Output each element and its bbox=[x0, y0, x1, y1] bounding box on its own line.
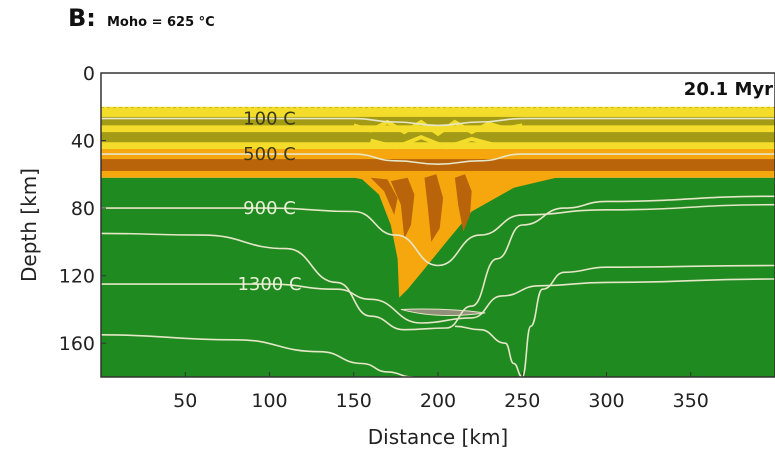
drip-finger bbox=[424, 174, 444, 242]
y-tick-label: 160 bbox=[59, 333, 95, 355]
isotherm-label: 900 C bbox=[243, 198, 296, 219]
x-tick-label: 250 bbox=[504, 390, 540, 412]
upper-crust-dark-band bbox=[101, 132, 775, 143]
upper-crust-bands bbox=[101, 107, 775, 150]
y-tick-label: 80 bbox=[71, 198, 95, 220]
isotherm-labels: 100 C 500 C 900 C 1300 C bbox=[237, 109, 301, 296]
lower-crust-dark-band bbox=[101, 159, 775, 171]
x-tick-label: 50 bbox=[173, 390, 197, 412]
x-tick-label: 350 bbox=[673, 390, 709, 412]
y-axis-title: Depth [km] bbox=[17, 168, 41, 282]
isotherm-line bbox=[101, 153, 775, 166]
y-tick-label: 0 bbox=[83, 63, 95, 85]
isotherm-label: 100 C bbox=[243, 109, 296, 130]
isotherm-line bbox=[454, 325, 523, 377]
isotherm-line bbox=[521, 264, 775, 377]
x-tick-label: 100 bbox=[251, 390, 287, 412]
y-axis-ticks: 0 40 80 120 160 bbox=[59, 63, 106, 355]
x-tick-label: 300 bbox=[588, 390, 624, 412]
isotherm-line bbox=[101, 203, 775, 267]
panel-subtitle: Moho = 625 °C bbox=[106, 15, 215, 30]
drip-finger bbox=[390, 177, 415, 239]
y-tick-label: 40 bbox=[71, 131, 95, 153]
drip-fingers bbox=[370, 174, 472, 242]
isotherm-lines bbox=[101, 117, 775, 377]
isotherm-line bbox=[101, 278, 775, 324]
time-label: 20.1 Myr bbox=[684, 79, 773, 100]
x-tick-label: 200 bbox=[420, 390, 456, 412]
x-axis-ticks: 50 100 150 200 250 300 350 bbox=[173, 372, 709, 412]
isotherm-line bbox=[101, 334, 413, 377]
panel-letter: B: bbox=[68, 4, 96, 32]
drip-finger bbox=[454, 174, 472, 232]
isotherm-label: 500 C bbox=[243, 144, 296, 165]
isotherm-line bbox=[101, 195, 775, 331]
panel-header: B: Moho = 625 °C bbox=[68, 4, 215, 40]
upper-crust-wiggle bbox=[370, 135, 498, 150]
x-axis-title: Distance [km] bbox=[368, 425, 508, 449]
upper-crust-wiggle bbox=[353, 119, 523, 137]
x-tick-label: 150 bbox=[336, 390, 372, 412]
y-tick-label: 120 bbox=[59, 266, 95, 288]
upper-crust-dark-band bbox=[101, 116, 775, 126]
drip-finger bbox=[370, 177, 398, 215]
isotherm-line bbox=[101, 117, 775, 127]
plot-area bbox=[101, 73, 775, 377]
isotherm-label: 1300 C bbox=[237, 274, 301, 295]
